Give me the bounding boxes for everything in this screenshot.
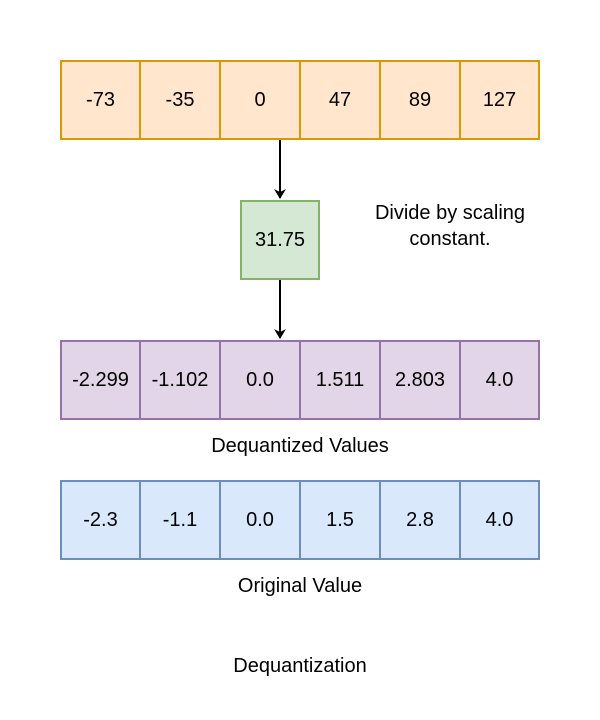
original-value-cell: 0.0 bbox=[220, 480, 300, 560]
quantized-value-cell: 89 bbox=[380, 60, 460, 140]
original-value-cell: 1.5 bbox=[300, 480, 380, 560]
original-value-cell: -2.3 bbox=[60, 480, 140, 560]
original-value-cell: 2.8 bbox=[380, 480, 460, 560]
quantized-value-cell: -35 bbox=[140, 60, 220, 140]
dequantized-value-cell: 4.0 bbox=[460, 340, 540, 420]
quantized-values-row: -73 -35 0 47 89 127 bbox=[60, 60, 540, 140]
original-values-row: -2.3 -1.1 0.0 1.5 2.8 4.0 bbox=[60, 480, 540, 560]
dequantized-value-cell: 1.511 bbox=[300, 340, 380, 420]
quantized-value-cell: 127 bbox=[460, 60, 540, 140]
original-value-cell: -1.1 bbox=[140, 480, 220, 560]
original-value-cell: 4.0 bbox=[460, 480, 540, 560]
quantized-value-cell: -73 bbox=[60, 60, 140, 140]
quantized-value-cell: 0 bbox=[220, 60, 300, 140]
dequantized-caption: Dequantized Values bbox=[211, 435, 389, 457]
scaling-constant-box: 31.75 bbox=[240, 200, 320, 280]
dequantized-value-cell: 2.803 bbox=[380, 340, 460, 420]
quantized-value-cell: 47 bbox=[300, 60, 380, 140]
dequantized-value-cell: -1.102 bbox=[140, 340, 220, 420]
dequantized-value-cell: -2.299 bbox=[60, 340, 140, 420]
diagram-title: Dequantization bbox=[233, 655, 367, 677]
original-caption: Original Value bbox=[237, 575, 363, 597]
dequantized-value-cell: 0.0 bbox=[220, 340, 300, 420]
scaling-note: Divide by scaling constant. bbox=[374, 202, 526, 250]
dequantized-values-row: -2.299 -1.102 0.0 1.511 2.803 4.0 bbox=[60, 340, 540, 420]
